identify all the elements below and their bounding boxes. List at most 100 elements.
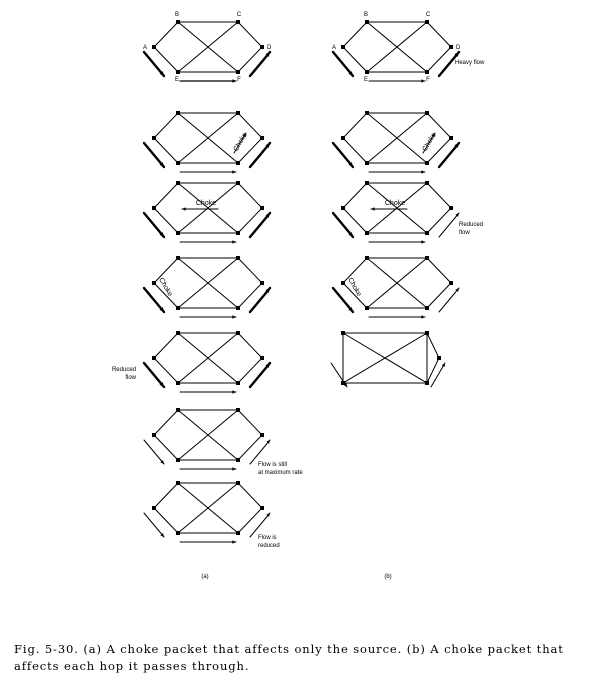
node-E <box>365 231 369 235</box>
flow-arrow-ae <box>142 361 166 389</box>
edge-A-E <box>342 282 368 309</box>
arrow-head <box>265 143 270 148</box>
edge-D-F <box>237 207 263 234</box>
edge-D-F <box>237 137 263 164</box>
arrow-head <box>232 315 236 319</box>
node-F <box>236 306 240 310</box>
edge-A-B <box>153 112 179 139</box>
edge-D-F <box>237 357 263 384</box>
edge-D-F <box>426 137 452 164</box>
flow-arrow-fd <box>248 286 272 314</box>
edge-C-E <box>366 182 428 234</box>
edge-A-B <box>153 332 179 359</box>
edge-A-E <box>153 137 179 164</box>
node-B <box>176 408 180 412</box>
node-B <box>365 111 369 115</box>
edge-A-B <box>153 409 179 436</box>
flow-arrow-fd <box>248 141 272 169</box>
node-B <box>176 181 180 185</box>
arrow-head <box>160 533 164 537</box>
node-E <box>365 161 369 165</box>
node-C <box>236 111 240 115</box>
node-D <box>260 356 264 360</box>
edge-A-E <box>153 207 179 234</box>
flow-arrow-ae <box>143 439 165 465</box>
node-A <box>341 136 345 140</box>
node-A <box>152 281 156 285</box>
flow-still-label-1: Flow is still <box>258 462 287 468</box>
edge-C-E <box>366 112 428 164</box>
panel-a-row-3: Choke <box>142 181 272 244</box>
node-A <box>152 356 156 360</box>
flow-arrow-fd <box>437 141 461 169</box>
node-C <box>236 256 240 260</box>
choke-arrow <box>422 132 436 154</box>
arrow-head <box>159 307 164 312</box>
arrow-head <box>455 288 459 292</box>
panel-a-row-4: Choke <box>142 256 272 319</box>
flow-arrow-ae <box>331 141 355 169</box>
reduced-flow-label-1: Reduced <box>459 222 483 228</box>
edge-C-D <box>237 182 263 209</box>
arrow-head <box>431 133 435 137</box>
node-A <box>152 506 156 510</box>
flow-arrow-ae <box>331 211 355 239</box>
reduced-flow-label-1: Reduced <box>112 367 136 373</box>
arrow-head <box>348 307 353 312</box>
panel-label-a: (a) <box>201 574 208 580</box>
node-D <box>260 433 264 437</box>
node-label-b: B <box>175 12 179 18</box>
node-D <box>449 281 453 285</box>
edge-A-E <box>342 46 368 73</box>
node-B <box>176 20 180 24</box>
node-E <box>341 381 345 385</box>
edge-A-B <box>153 182 179 209</box>
flow-arrow-ae <box>331 50 355 78</box>
arrow-head <box>232 240 236 244</box>
arrow-head <box>182 207 186 211</box>
flow-reduced-label-1: Flow is <box>258 535 277 541</box>
choke-label: Choke <box>385 200 405 207</box>
flow-still-label-2: at maximum rate <box>258 470 303 476</box>
edge-C-E <box>177 112 239 164</box>
node-label-f: F <box>237 77 241 83</box>
edge-A-B <box>342 257 368 284</box>
arrow-head <box>348 232 353 237</box>
panel-b-row-5 <box>330 331 446 388</box>
edge-A-B <box>342 21 368 48</box>
node-B <box>365 181 369 185</box>
node-label-d: D <box>456 45 461 51</box>
arrow-head <box>232 540 236 544</box>
edge-A-E <box>153 46 179 73</box>
node-B <box>176 331 180 335</box>
node-E <box>176 70 180 74</box>
node-F <box>236 458 240 462</box>
node-A <box>341 45 345 49</box>
edge-C-E <box>342 332 428 384</box>
arrow-head <box>159 162 164 167</box>
arrow-head <box>265 363 270 368</box>
node-label-f: F <box>426 77 430 83</box>
edge-D-F <box>426 207 452 234</box>
edge-A-B <box>153 257 179 284</box>
node-C <box>425 111 429 115</box>
panel-b-row-4: Choke <box>331 256 460 319</box>
node-F <box>236 231 240 235</box>
flow-arrow-fd <box>248 50 272 78</box>
panel-a-row-6: Flow is still at maximum rate <box>143 408 303 476</box>
node-B <box>365 256 369 260</box>
node-F <box>236 70 240 74</box>
heavy-flow-label: Heavy flow <box>455 60 485 66</box>
edge-C-D <box>426 112 452 139</box>
node-E <box>176 381 180 385</box>
arrow-head <box>348 162 353 167</box>
node-A <box>152 433 156 437</box>
arrow-head <box>455 213 459 217</box>
edge-D-F <box>237 46 263 73</box>
arrow-head <box>265 288 270 293</box>
flow-arrow-fd <box>438 212 460 238</box>
flow-arrow-ae <box>143 512 165 538</box>
